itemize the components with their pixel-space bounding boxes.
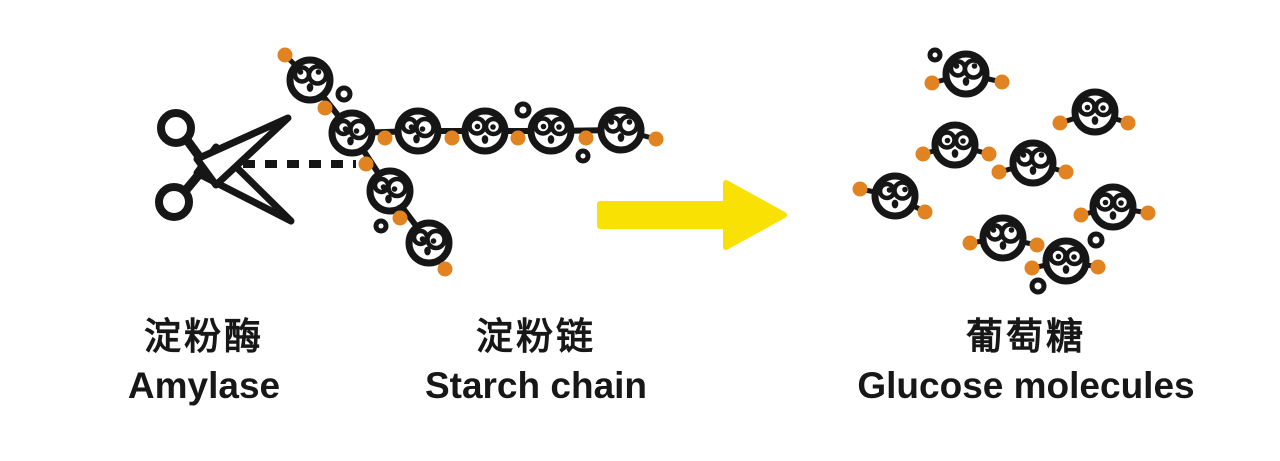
bond-dot [1090,259,1106,275]
arrow-right-icon [597,180,787,250]
glucose-body [942,50,990,98]
starch-chain [277,47,664,277]
bond-dot [392,210,408,226]
bond-dot [578,130,594,146]
glucose-body [979,214,1027,262]
mouth-dot [617,133,625,142]
amylase-label-en: Amylase [127,365,281,406]
mouth-dot [424,246,431,256]
bond-dot [358,156,374,172]
mouth-dot [306,83,314,92]
bond-dot [915,146,931,162]
glucose-body [871,172,919,220]
mouth-dot [413,134,420,144]
bond-dot [981,146,997,162]
label-starch-chain: 淀粉链 Starch chain [376,314,696,412]
mouth-dot [1109,211,1117,220]
eye-icon [414,116,436,139]
glucose-molecule [852,172,933,220]
scissors-handle [155,183,193,221]
bond-dot [991,164,1007,180]
glucose-body [1089,183,1137,231]
glucose-body [931,121,979,169]
bond-dot [1073,207,1089,223]
label-amylase: 淀粉酶 Amylase [44,314,364,412]
mouth-dot [481,135,489,144]
scissors-icon [155,109,295,225]
decor-ring-icon [575,148,591,164]
glucose-molecule [991,139,1074,187]
bond-dot [994,74,1010,90]
glucose-molecule [1024,237,1106,285]
decor-ring-icon [514,101,532,119]
starch-molecule [394,107,442,155]
eye-icon [348,118,370,141]
starch-molecule [286,56,334,104]
mouth-dot [1029,166,1037,175]
glucose-molecule [1052,88,1136,136]
mouth-dot [1062,265,1070,274]
starch-molecule [527,107,575,155]
eye-icon [962,58,985,80]
eye-icon [425,228,447,251]
bond-dot [1058,164,1074,180]
starch-label-en: Starch chain [424,365,648,406]
glucose-molecules [852,47,1156,295]
decor-ring-icon [1029,277,1047,295]
bond-dot [1140,205,1156,221]
glucose-molecule [924,50,1010,98]
eye-icon [386,176,408,199]
mouth-dot [891,199,899,209]
glucose-label-en: Glucose molecules [857,365,1195,406]
bond-dot [444,130,460,146]
bond-dot [648,131,664,147]
decor-ring-icon [373,218,389,234]
bond-dot [437,261,453,277]
starch-label-zh: 淀粉链 [476,316,596,357]
bond-dot [317,100,333,116]
glucose-molecule [915,121,997,169]
eye-icon [999,222,1022,244]
decor-ring-icon [1087,231,1105,249]
mouth-dot [547,135,555,144]
starch-molecule [328,109,376,157]
bond-dot [852,181,868,197]
bond-dot [1029,237,1045,253]
mouth-dot [962,77,970,86]
mouth-dot [951,149,959,158]
bond-dot [277,47,293,63]
mouth-dot [347,136,354,146]
bond-dot [1120,115,1136,131]
scissors-handle [157,109,195,147]
mouth-dot [1091,116,1099,125]
eye-icon [306,64,329,86]
glucose-body [1009,139,1057,187]
eye-icon [1029,147,1052,169]
bond-dot [510,130,526,146]
glucose-label-zh: 葡萄糖 [966,316,1086,357]
bond-dot [377,130,393,146]
eye-icon [617,114,640,136]
glucose-body [1071,88,1119,136]
starch-molecule [597,106,645,154]
starch-molecule [461,107,509,155]
mouth-dot [999,241,1007,250]
bond-dot [924,75,940,91]
decor-ring-icon [335,85,353,103]
amylase-label-zh: 淀粉酶 [144,316,264,357]
bond-dot [1024,260,1040,276]
starch-molecule [405,219,453,267]
label-glucose: 葡萄糖 Glucose molecules [816,314,1236,412]
bond-dot [917,204,933,220]
glucose-molecule [962,214,1045,262]
starch-molecule [366,167,414,215]
bond-dot [962,235,978,251]
bond-dot [1052,115,1068,131]
glucose-molecule [1073,183,1156,231]
decor-ring-icon [927,47,943,63]
mouth-dot [385,194,392,204]
glucose-body [1042,237,1090,285]
